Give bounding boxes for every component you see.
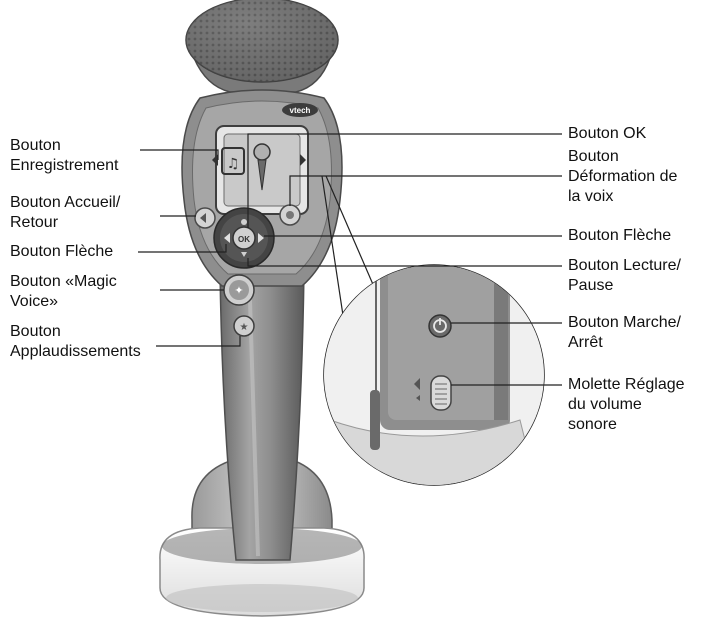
back-arrow-icon	[200, 213, 206, 223]
record-dot-icon	[241, 219, 247, 225]
display-screen: ♫	[212, 125, 309, 215]
volume-wheel-shape	[414, 375, 452, 411]
star-icon: ★	[240, 322, 249, 333]
zoom-inset	[323, 264, 545, 486]
leader-applause	[156, 336, 241, 347]
magic-wand-icon: ✦	[234, 284, 243, 297]
right-arrow-icon	[258, 233, 264, 243]
leader-arrow-left	[138, 244, 227, 253]
svg-text:♫: ♫	[227, 156, 240, 172]
label-power-button: Bouton Marche/ Arrêt	[568, 314, 681, 351]
power-button-shape	[428, 314, 452, 338]
control-pad: OK	[213, 207, 275, 269]
label-applause-button: Bouton Applaudissements	[10, 323, 141, 360]
leader-play-pause	[247, 258, 562, 267]
music-note-icon	[221, 147, 245, 175]
volume-up-icon	[414, 378, 420, 390]
label-play-pause-button: Bouton Lecture/ Pause	[568, 257, 681, 294]
label-arrow-button-left: Bouton Flèche	[10, 243, 114, 260]
microphone-handle	[219, 269, 305, 561]
microphone-grille	[185, 0, 339, 83]
volume-down-icon	[416, 395, 420, 401]
leader-voice-distortion	[289, 175, 562, 206]
label-record-button: Bouton Enregistrement	[10, 137, 119, 174]
leader-ok	[247, 133, 562, 228]
microphone-icon	[253, 143, 271, 161]
svg-text:OK: OK	[238, 235, 250, 244]
label-arrow-button-right: Bouton Flèche	[568, 227, 672, 244]
play-pause-icon	[241, 252, 247, 257]
left-arrow-icon	[224, 233, 230, 243]
leader-lines	[138, 133, 562, 386]
label-voice-distortion-button: Bouton Déformation de la voix	[568, 148, 678, 205]
leader-record	[140, 149, 219, 160]
svg-text:vtech: vtech	[290, 106, 311, 115]
label-ok-button: Bouton OK	[568, 125, 647, 142]
label-magic-voice-button: Bouton «Magic Voice»	[10, 273, 117, 310]
voice-distortion-button-shape	[279, 204, 301, 226]
applause-button-shape: ★	[233, 315, 255, 337]
magic-voice-button-shape: ✦	[223, 274, 255, 306]
vtech-logo: vtech	[282, 103, 318, 117]
label-volume-wheel: Molette Réglage du volume sonore	[568, 376, 685, 433]
label-home-back-button: Bouton Accueil/ Retour	[10, 194, 121, 231]
home-back-button-shape	[194, 207, 216, 229]
ok-button-shape	[232, 226, 256, 250]
